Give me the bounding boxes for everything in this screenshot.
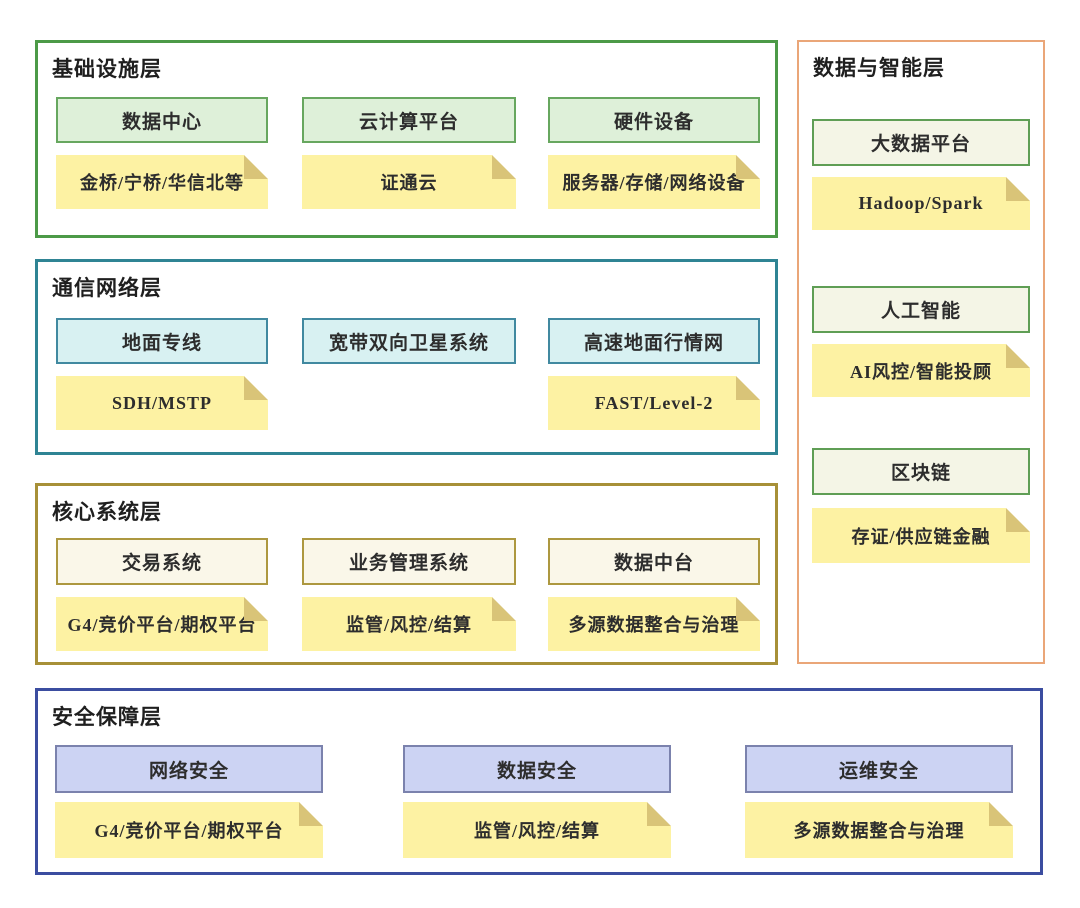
- folded-corner-icon: [244, 376, 268, 400]
- node-big-data-platform: 大数据平台: [812, 119, 1030, 166]
- layer-network-title: 通信网络层: [52, 276, 162, 300]
- note-text: G4/竞价平台/期权平台: [67, 615, 257, 635]
- note-data-middle-platform: 多源数据整合与治理: [548, 597, 760, 651]
- node-market-data-network: 高速地面行情网: [548, 318, 760, 364]
- note-text: SDH/MSTP: [111, 392, 212, 413]
- note-business-mgmt-system: 监管/风控/结算: [302, 597, 516, 651]
- note-text: 证通云: [380, 173, 438, 193]
- note-text: 多源数据整合与治理: [793, 821, 965, 841]
- layer-infrastructure: 基础设施层 数据中心 云计算平台 硬件设备 金桥/宁桥/华信北等 证通云 服务器…: [35, 40, 778, 238]
- layer-core-system-title: 核心系统层: [52, 500, 162, 524]
- note-cloud-platform: 证通云: [302, 155, 516, 209]
- layer-core-system: 核心系统层 交易系统 业务管理系统 数据中台 G4/竞价平台/期权平台 监管/风…: [35, 483, 778, 665]
- note-big-data-platform: Hadoop/Spark: [812, 177, 1030, 230]
- note-text: 金桥/宁桥/华信北等: [79, 173, 244, 193]
- folded-corner-icon: [736, 155, 760, 179]
- note-hardware: 服务器/存储/网络设备: [548, 155, 760, 209]
- note-ops-security: 多源数据整合与治理: [745, 802, 1013, 858]
- note-text: 服务器/存储/网络设备: [562, 173, 746, 193]
- node-artificial-intelligence: 人工智能: [812, 286, 1030, 333]
- folded-corner-icon: [1006, 508, 1030, 532]
- note-data-center: 金桥/宁桥/华信北等: [56, 155, 268, 209]
- folded-corner-icon: [492, 597, 516, 621]
- folded-corner-icon: [244, 155, 268, 179]
- layer-network: 通信网络层 地面专线 宽带双向卫星系统 高速地面行情网 SDH/MSTP FAS…: [35, 259, 778, 455]
- folded-corner-icon: [244, 597, 268, 621]
- folded-corner-icon: [1006, 344, 1030, 368]
- folded-corner-icon: [736, 376, 760, 400]
- node-network-security: 网络安全: [55, 745, 323, 793]
- folded-corner-icon: [736, 597, 760, 621]
- note-text: 监管/风控/结算: [473, 821, 600, 841]
- note-data-security: 监管/风控/结算: [403, 802, 671, 858]
- node-data-security: 数据安全: [403, 745, 671, 793]
- layer-infrastructure-title: 基础设施层: [52, 57, 162, 81]
- folded-corner-icon: [989, 802, 1013, 826]
- folded-corner-icon: [299, 802, 323, 826]
- node-ground-line: 地面专线: [56, 318, 268, 364]
- note-trading-system: G4/竞价平台/期权平台: [56, 597, 268, 651]
- node-data-center: 数据中心: [56, 97, 268, 143]
- node-hardware: 硬件设备: [548, 97, 760, 143]
- note-text: FAST/Level-2: [594, 392, 714, 413]
- node-cloud-platform: 云计算平台: [302, 97, 516, 143]
- note-network-security: G4/竞价平台/期权平台: [55, 802, 323, 858]
- node-blockchain: 区块链: [812, 448, 1030, 495]
- layer-data-intelligence-title: 数据与智能层: [813, 56, 945, 80]
- folded-corner-icon: [492, 155, 516, 179]
- folded-corner-icon: [647, 802, 671, 826]
- note-text: 多源数据整合与治理: [568, 615, 740, 635]
- note-ground-line: SDH/MSTP: [56, 376, 268, 430]
- node-satellite-system: 宽带双向卫星系统: [302, 318, 516, 364]
- note-text: AI风控/智能投顾: [849, 361, 992, 382]
- note-artificial-intelligence: AI风控/智能投顾: [812, 344, 1030, 397]
- node-data-middle-platform: 数据中台: [548, 538, 760, 585]
- note-blockchain: 存证/供应链金融: [812, 508, 1030, 563]
- note-text: 存证/供应链金融: [851, 526, 991, 547]
- layer-security-title: 安全保障层: [52, 705, 162, 729]
- note-text: Hadoop/Spark: [858, 193, 984, 213]
- layer-data-intelligence: 数据与智能层 大数据平台 Hadoop/Spark 人工智能 AI风控/智能投顾…: [797, 40, 1045, 664]
- node-ops-security: 运维安全: [745, 745, 1013, 793]
- folded-corner-icon: [1006, 177, 1030, 201]
- note-text: G4/竞价平台/期权平台: [94, 821, 284, 841]
- node-business-mgmt-system: 业务管理系统: [302, 538, 516, 585]
- note-market-data-network: FAST/Level-2: [548, 376, 760, 430]
- layer-security: 安全保障层 网络安全 数据安全 运维安全 G4/竞价平台/期权平台 监管/风控/…: [35, 688, 1043, 875]
- note-text: 监管/风控/结算: [345, 615, 472, 635]
- node-trading-system: 交易系统: [56, 538, 268, 585]
